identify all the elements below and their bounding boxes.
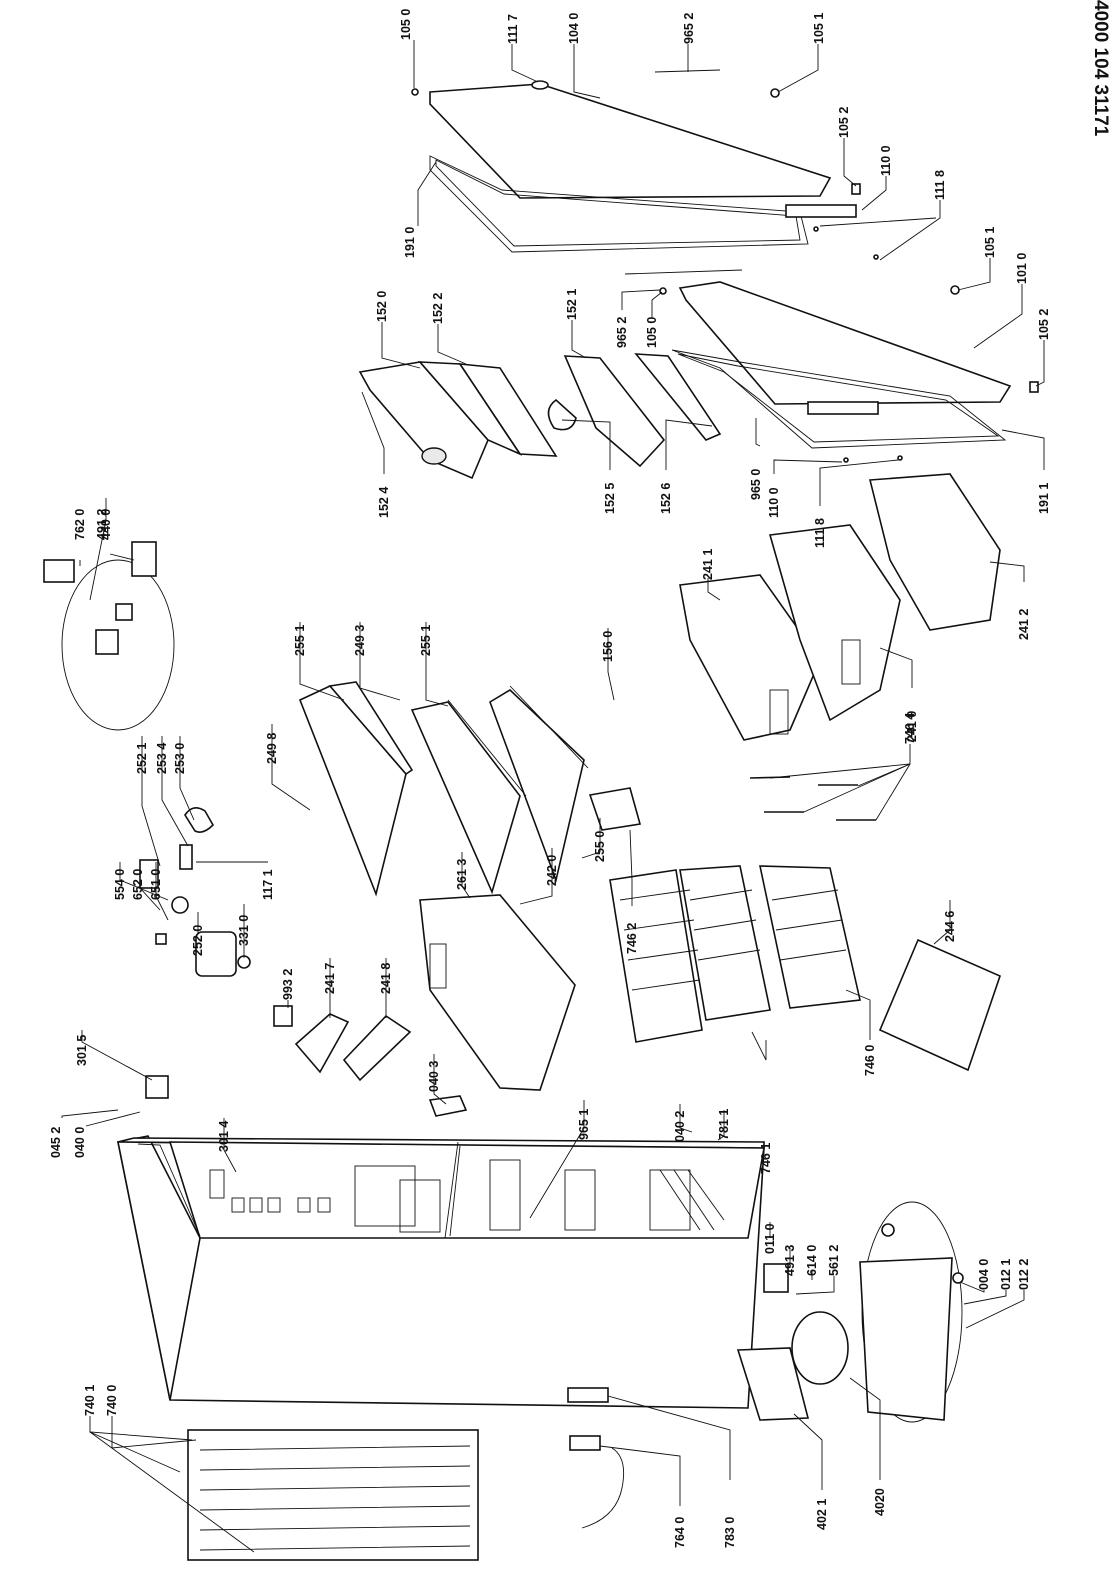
- callout-label: 105 1: [812, 13, 826, 44]
- callout-label: 764 0: [673, 1517, 687, 1548]
- callout-label: 252 1: [135, 743, 149, 774]
- callout-label: 152 1: [565, 289, 579, 320]
- callout-label: 105 1: [983, 227, 997, 258]
- callout-label: 241 1: [701, 549, 715, 580]
- freezer-drawers: [419, 473, 1001, 1091]
- callout-label: 105 2: [1037, 309, 1051, 340]
- document-number: 4000 104 31171: [1090, 0, 1111, 137]
- callout-label: 040 2: [673, 1111, 687, 1142]
- callout-label: 993 2: [281, 969, 295, 1000]
- callout-label: 101 0: [1015, 253, 1029, 284]
- callout-label: 105 0: [399, 9, 413, 40]
- callout-label: 152 5: [603, 483, 617, 514]
- callout-label: 651 0: [149, 869, 163, 900]
- callout-label: 746 4: [903, 713, 917, 744]
- callout-label: 105 0: [645, 317, 659, 348]
- door-balconies: [358, 353, 722, 480]
- callout-label: 762 0: [73, 509, 87, 540]
- callout-label: 301 4: [217, 1121, 231, 1152]
- lower-door: [678, 281, 1012, 405]
- callout-label: 105 2: [837, 107, 851, 138]
- glass-shelves: [298, 681, 589, 897]
- callout-label: 554 0: [113, 869, 127, 900]
- callout-label: 965 2: [682, 13, 696, 44]
- callout-label: 965 1: [577, 1109, 591, 1140]
- callout-label: 249 8: [265, 733, 279, 764]
- callout-label: 301 5: [75, 1035, 89, 1066]
- compressor-assembly: [736, 1201, 964, 1423]
- callout-label: 331 0: [237, 915, 251, 946]
- control-parts: [139, 807, 468, 1117]
- hinge-parts: [411, 69, 1039, 463]
- callout-label: 561 2: [827, 1245, 841, 1276]
- callout-label: 012 1: [999, 1259, 1013, 1290]
- callout-label: 746 1: [759, 1143, 773, 1174]
- callout-label: 781 1: [717, 1109, 731, 1140]
- condenser-coil: [187, 1387, 625, 1561]
- base-plate: [878, 938, 1001, 1072]
- callout-label: 152 0: [375, 291, 389, 322]
- fan-cluster: [43, 541, 175, 731]
- callout-label: 110 0: [879, 145, 893, 176]
- callout-label: 241 7: [323, 963, 337, 994]
- callout-label: 152 2: [431, 293, 445, 324]
- callout-label: 191 1: [1037, 483, 1051, 514]
- callout-label: 652 0: [131, 869, 145, 900]
- leader-lines: [61, 40, 1045, 1553]
- callout-label: 440 0: [99, 509, 113, 540]
- callout-label: 746 0: [863, 1045, 877, 1076]
- callout-label: 040 3: [427, 1061, 441, 1092]
- callout-label: 241 8: [379, 963, 393, 994]
- callout-label: 252 0: [191, 925, 205, 956]
- callout-label: 111 8: [933, 170, 947, 200]
- cabinet-body: [117, 1135, 765, 1409]
- callout-label: 740 1: [83, 1385, 97, 1416]
- callout-label: 740 0: [105, 1385, 119, 1416]
- callout-label: 111 8: [813, 518, 827, 548]
- callout-label: 012 2: [1017, 1259, 1031, 1290]
- callout-label: 491 3: [783, 1245, 797, 1276]
- callout-label: 965 2: [615, 317, 629, 348]
- callout-label: 614 0: [805, 1245, 819, 1276]
- callout-label: 156 0: [601, 631, 615, 662]
- callout-label: 004 0: [977, 1259, 991, 1290]
- callout-label: 402 1: [815, 1499, 829, 1530]
- callout-label: 249 3: [353, 625, 367, 656]
- callout-label: 152 6: [659, 483, 673, 514]
- callout-label: 152 4: [377, 487, 391, 518]
- callout-label: 110 0: [767, 487, 781, 518]
- callout-label: 255 1: [293, 625, 307, 656]
- callout-label: 191 0: [403, 227, 417, 258]
- callout-label: 4020: [873, 1488, 887, 1516]
- callout-label: 111 7: [506, 14, 520, 44]
- callout-label: 244 6: [943, 911, 957, 942]
- callout-label: 011 0: [763, 1223, 777, 1254]
- wire-grids: [609, 776, 876, 1043]
- callout-label: 117 1: [261, 869, 275, 900]
- upper-door-gasket: [429, 155, 809, 253]
- callout-label: 242 0: [545, 855, 559, 886]
- callout-label: 255 0: [593, 831, 607, 862]
- callout-label: 255 1: [419, 625, 433, 656]
- callout-label: 783 0: [723, 1517, 737, 1548]
- lower-door-gasket: [671, 349, 1007, 449]
- callout-label: 104 0: [567, 13, 581, 44]
- callout-label: 253 0: [173, 743, 187, 774]
- callout-label: 491 2: [95, 509, 109, 540]
- callout-label: 241 0: [905, 711, 919, 742]
- callout-label: 261 3: [455, 859, 469, 890]
- callout-label: 746 2: [625, 923, 639, 954]
- callout-label: 045 2: [49, 1127, 63, 1158]
- callout-label: 241 2: [1017, 609, 1031, 640]
- callout-label: 965 0: [749, 469, 763, 500]
- upper-door: [429, 80, 832, 199]
- callout-labels: 105 0 111 7 104 0 965 2 105 1 105 2 110 …: [49, 9, 1051, 1548]
- callout-label: 040 0: [73, 1127, 87, 1158]
- callout-label: 253 4: [155, 743, 169, 774]
